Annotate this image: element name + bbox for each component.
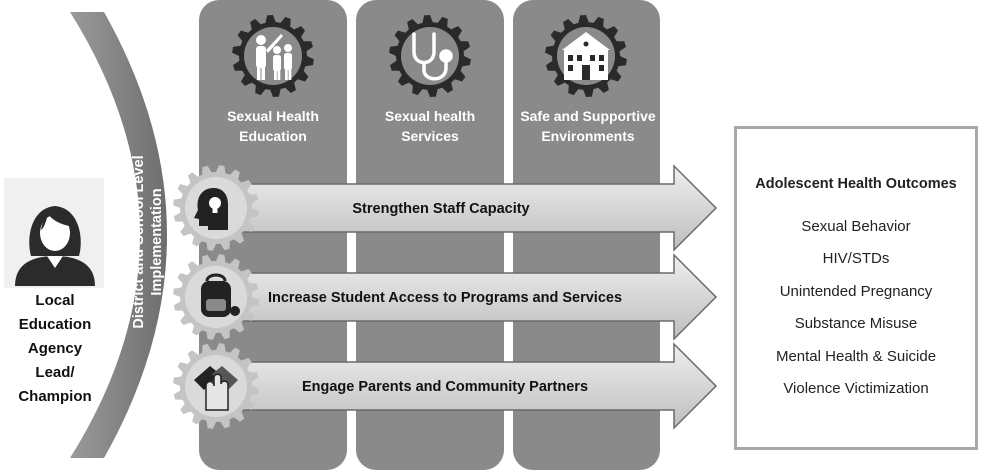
outcome-item: Substance Misuse (794, 315, 918, 332)
outcome-item: Violence Victimization (783, 380, 929, 397)
column-label-line2: Education (239, 128, 307, 144)
outcome-item: HIV/STDs (822, 250, 890, 267)
column-label-line1: Sexual Health (227, 108, 319, 124)
outcomes-box: Adolescent Health Outcomes Sexual Behavi… (734, 126, 978, 450)
school-building-icon (562, 32, 610, 80)
outcome-item: Sexual Behavior (801, 217, 911, 235)
lead-label-line: Champion (18, 388, 91, 405)
outcome-item: Unintended Pregnancy (779, 282, 933, 300)
strategy-arrow-student-access (204, 253, 718, 341)
column-label-line2: Services (401, 128, 459, 144)
strategy-arrow-staff-capacity (204, 164, 718, 252)
outcome-item: Mental Health & Suicide (775, 347, 937, 365)
head-lightbulb-icon (194, 188, 228, 230)
joined-hands-icon (194, 366, 238, 411)
implementation-label-line2: Implementation (149, 188, 165, 295)
column-label-line1: Sexual health (385, 108, 475, 124)
stethoscope-icon (412, 32, 453, 81)
column-label-line2: Environments (541, 128, 635, 144)
column-safe-supportive-environments (513, 0, 660, 470)
strategy-label: Strengthen Staff Capacity (352, 201, 529, 217)
lead-label-line: Agency (28, 340, 83, 357)
person-avatar-icon (4, 178, 104, 288)
lead-label-line: Local (35, 292, 74, 309)
strategy-label: Engage Parents and Community Partners (302, 379, 588, 395)
people-icon (256, 34, 292, 80)
lead-label-line: Education (19, 316, 92, 333)
strategy-arrow-parent-engagement (204, 342, 718, 430)
implementation-label-line1: District and School Level (131, 155, 147, 328)
column-sexual-health-services (356, 0, 504, 470)
outcomes-title: Adolescent Health Outcomes (755, 176, 957, 192)
implementation-arch (70, 12, 167, 458)
strategy-label: Increase Student Access to Programs and … (268, 290, 622, 306)
backpack-icon (201, 273, 240, 317)
lead-label-line: Lead/ (35, 364, 75, 381)
column-label-line1: Safe and Supportive (520, 108, 656, 124)
